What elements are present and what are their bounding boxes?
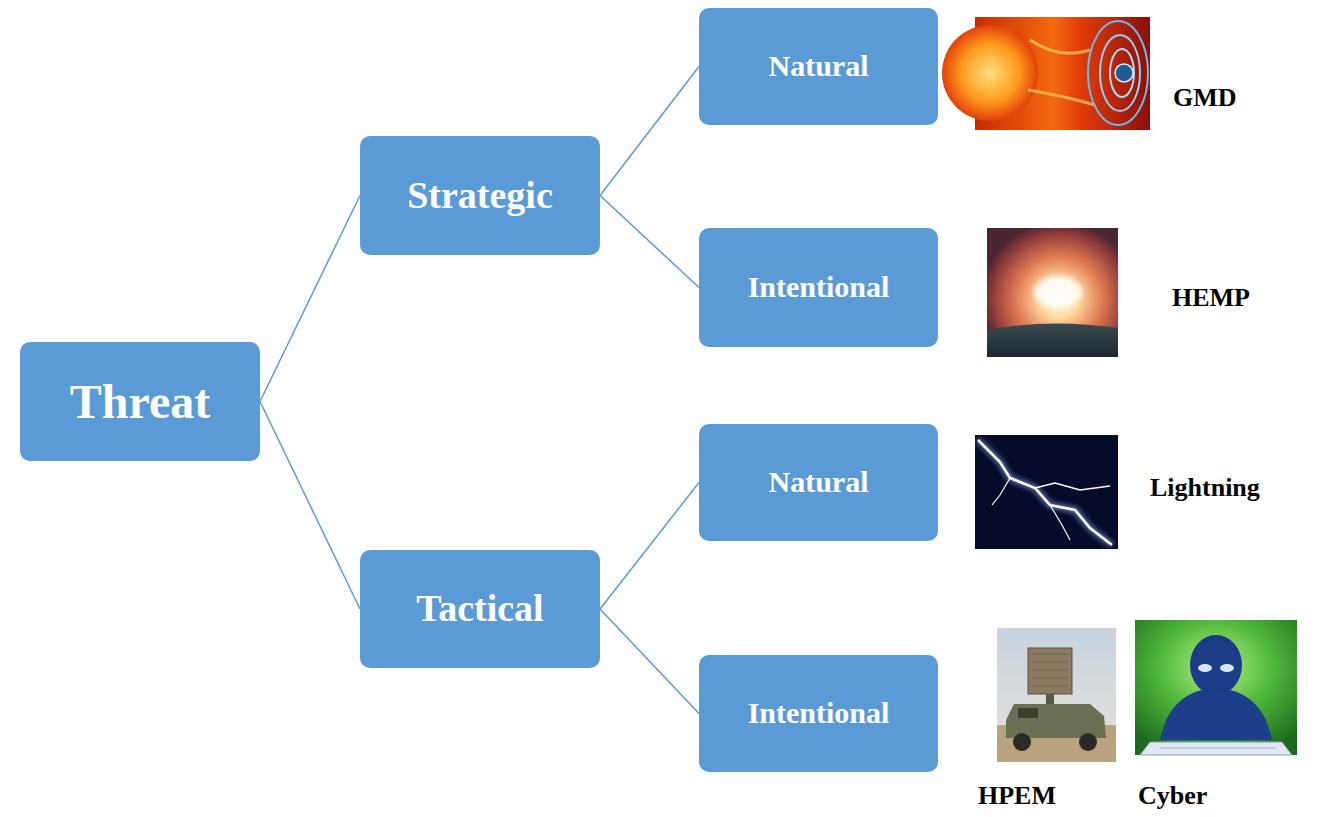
box-content: Threat xyxy=(70,374,210,429)
picture-label: Cyber xyxy=(1138,780,1207,811)
box-content: Natural xyxy=(769,465,869,500)
hemp-picture xyxy=(987,228,1118,357)
tree-connector xyxy=(600,196,699,288)
hpem-picture xyxy=(997,628,1116,762)
box-label: Natural xyxy=(769,49,869,84)
process-box: Natural xyxy=(699,424,938,541)
box-label: Threat xyxy=(70,374,210,429)
box-content: Intentional xyxy=(748,270,890,305)
picture-label: Lightning xyxy=(1150,472,1260,503)
box-label: Tactical xyxy=(416,587,543,631)
tree-connector xyxy=(600,483,699,610)
tree-connector xyxy=(260,196,360,402)
box-label: Strategic xyxy=(407,174,553,218)
cyber-picture xyxy=(1135,620,1297,755)
picture-label: HPEM xyxy=(978,780,1056,811)
box-content: Tactical xyxy=(416,587,543,631)
gmd-picture xyxy=(942,17,1150,130)
tree-connector xyxy=(600,67,699,196)
box-content: Intentional xyxy=(748,696,890,731)
process-box: Intentional xyxy=(699,228,938,347)
process-box: Tactical xyxy=(360,550,600,668)
process-box: Threat xyxy=(20,342,260,461)
tree-connector xyxy=(260,402,360,610)
process-box: Strategic xyxy=(360,136,600,255)
tree-connector xyxy=(600,609,699,714)
box-label: Intentional xyxy=(748,270,890,305)
box-content: Strategic xyxy=(407,174,553,218)
process-box: Intentional xyxy=(699,655,938,772)
process-box: Natural xyxy=(699,8,938,125)
box-content: Natural xyxy=(769,49,869,84)
lightning-picture xyxy=(975,435,1118,549)
picture-label: GMD xyxy=(1173,82,1237,113)
box-label: Intentional xyxy=(748,696,890,731)
picture-label: HEMP xyxy=(1172,282,1250,313)
box-label: Natural xyxy=(769,465,869,500)
